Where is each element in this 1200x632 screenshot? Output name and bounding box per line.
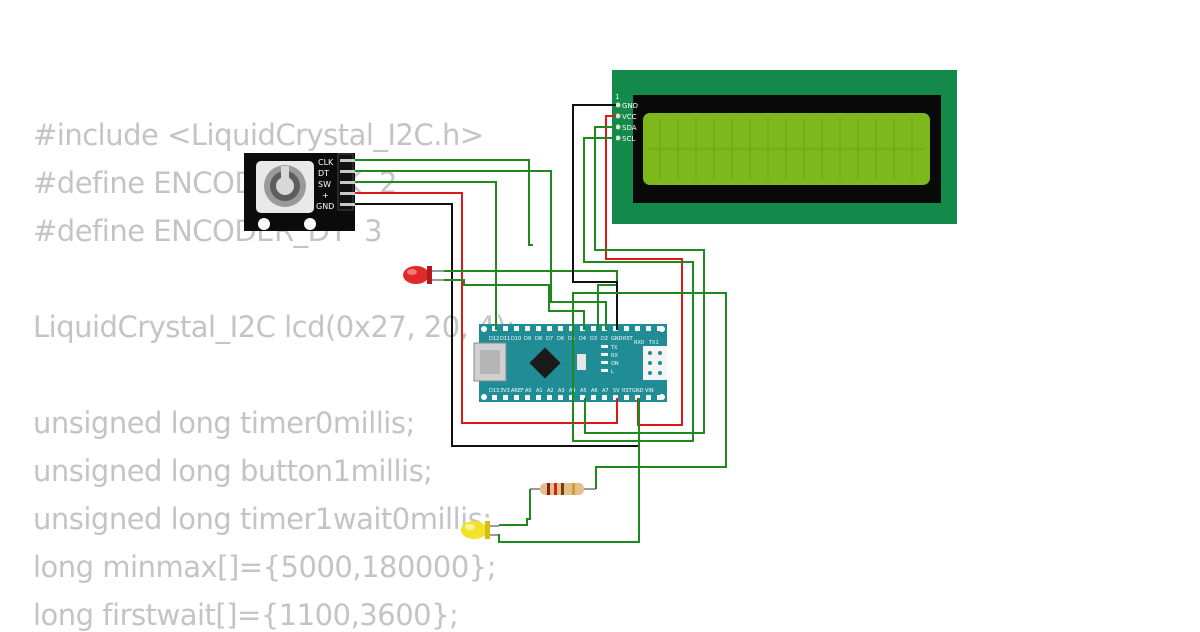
mini-usb-icon: [473, 342, 507, 382]
nano-pin-label: D13: [489, 388, 499, 394]
nano-pin-label: RST: [623, 336, 634, 342]
code-line: unsigned long timer1wait0millis;: [33, 502, 492, 536]
mount-hole: [258, 218, 270, 230]
lcd-pin-sda[interactable]: [615, 124, 621, 130]
encoder-pin-label: GND: [316, 202, 334, 211]
nano-pin-label: GND: [632, 388, 644, 394]
mount-hole: [304, 218, 316, 230]
nano-pin-label: A0: [525, 388, 532, 394]
nano-pin-label: GND: [611, 336, 623, 342]
nano-pin-label: AREF: [511, 388, 524, 394]
rotary-encoder[interactable]: CLK DT SW + GND: [244, 153, 355, 231]
nano-pin-label: D3: [590, 336, 597, 342]
lcd-pin1-marker: 1: [615, 93, 619, 101]
wire-red-led-anode: [444, 270, 618, 330]
red-led-icon[interactable]: [403, 266, 444, 284]
lcd-pin-label: SCL: [622, 135, 635, 143]
nano-led-label: L: [611, 369, 614, 375]
wire-yellow-led-cathode: [498, 398, 640, 543]
wire-encoder-dt: [355, 170, 607, 330]
lcd-module[interactable]: 1 GND VCC SDA SCL: [612, 70, 957, 224]
wire-encoder-vcc: [355, 192, 618, 424]
code-line: #include <LiquidCrystal_I2C.h>: [33, 118, 484, 152]
encoder-pin-label: +: [322, 191, 329, 200]
nano-pin-label: D10: [511, 336, 521, 342]
nano-bottom-pins[interactable]: [492, 395, 662, 400]
wire-yellow-led-anode: [499, 489, 531, 526]
nano-pin-label: D12: [489, 336, 499, 342]
encoder-header-pins: [340, 159, 355, 206]
nano-pin-label: A3: [558, 388, 565, 394]
lcd-pin-gnd[interactable]: [615, 102, 621, 108]
nano-top-pins[interactable]: [492, 326, 662, 331]
lcd-pin-vcc[interactable]: [615, 113, 621, 119]
code-line: long firstwait[]={1100,3600};: [33, 598, 459, 632]
nano-pin-label: 3V3: [500, 388, 510, 394]
lcd-char-grid: [648, 118, 925, 180]
code-line: unsigned long timer0millis;: [33, 406, 415, 440]
nano-pin-label: A2: [547, 388, 554, 394]
nano-pin-label: D4: [579, 336, 586, 342]
resistor-icon[interactable]: [530, 483, 596, 495]
nano-led-label: RX: [611, 353, 618, 359]
nano-pin-label: D6: [557, 336, 564, 342]
wire-lcd-sda: [584, 126, 705, 434]
lcd-pin-label: SDA: [622, 124, 637, 132]
wire-encoder-sw: [355, 181, 497, 330]
wire-resistor-feed: [572, 292, 727, 489]
nano-pin-label: D2: [601, 336, 608, 342]
nano-pin-label: D9: [524, 336, 531, 342]
lcd-pin-label: VCC: [622, 113, 637, 121]
nano-pin-label: A6: [591, 388, 598, 394]
wires: [355, 104, 727, 543]
code-line: long minmax[]={5000,180000};: [33, 550, 497, 584]
code-line: unsigned long button1millis;: [33, 454, 433, 488]
wire-lcd-scl: [572, 137, 694, 442]
nano-pin-label: A1: [536, 388, 543, 394]
nano-pin-label: D7: [546, 336, 553, 342]
nano-pin-label: RX0: [634, 340, 644, 346]
nano-pin-label: D8: [535, 336, 542, 342]
arduino-nano[interactable]: TX RX ON L: [473, 324, 667, 402]
nano-status-leds: [601, 345, 608, 372]
reset-button[interactable]: [577, 354, 586, 370]
lcd-pin-label: GND: [622, 102, 638, 110]
nano-pin-label: 5V: [613, 388, 620, 394]
yellow-led-icon[interactable]: [461, 521, 499, 539]
nano-pin-label: RST: [622, 388, 633, 394]
nano-pin-label: VIN: [645, 388, 654, 394]
encoder-pin-label: CLK: [318, 158, 334, 167]
encoder-pin-label: DT: [318, 169, 329, 178]
nano-pin-label: TX1: [648, 340, 659, 346]
nano-pin-label: D11: [500, 336, 510, 342]
nano-pin-label: A7: [602, 388, 609, 394]
nano-pin-label: A5: [580, 388, 587, 394]
lcd-pin-scl[interactable]: [615, 135, 621, 141]
rotary-knob-icon[interactable]: [264, 165, 306, 207]
code-line: LiquidCrystal_I2C lcd(0x27, 20, 4);: [33, 310, 516, 344]
icsp-header: [643, 346, 667, 380]
nano-led-label: ON: [611, 361, 619, 367]
nano-pin-label: D5: [568, 336, 575, 342]
wire-lcd-gnd: [572, 104, 618, 330]
nano-bottom-labels: D13 3V3 AREF A0 A1 A2 A3 A4 A5 A6 A7 5V …: [489, 388, 654, 394]
nano-led-label: TX: [610, 345, 618, 351]
microcontroller-chip-icon: [529, 347, 561, 379]
nano-top-labels: D12 D11 D10 D9 D8 D7 D6 D5 D4 D3 D2 GND …: [489, 336, 659, 346]
encoder-pin-label: SW: [318, 180, 331, 189]
wire-red-led-cathode: [444, 279, 585, 330]
wire-encoder-clk: [355, 159, 533, 246]
